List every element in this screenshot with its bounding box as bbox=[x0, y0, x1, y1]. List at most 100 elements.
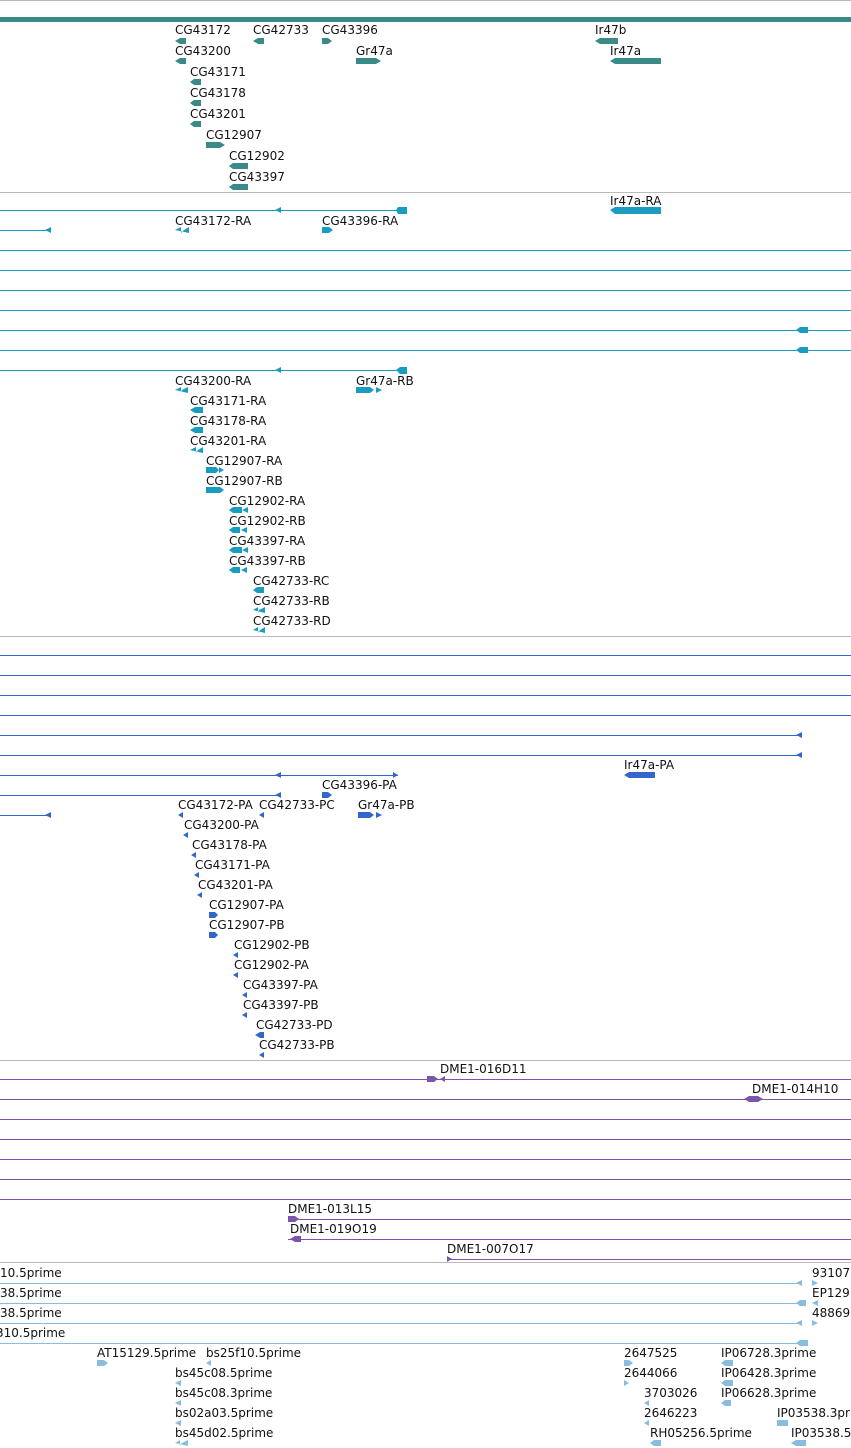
protein-feature[interactable]: CG12907-PB bbox=[209, 918, 285, 938]
feature-glyph[interactable] bbox=[229, 184, 248, 190]
protein-feature[interactable]: CG43396-PA bbox=[322, 778, 398, 798]
feature-glyph[interactable] bbox=[190, 100, 201, 106]
feature-glyph[interactable] bbox=[97, 1360, 108, 1366]
feature-glyph[interactable] bbox=[190, 447, 203, 453]
feature-glyph[interactable] bbox=[191, 852, 196, 858]
feature-glyph[interactable] bbox=[358, 812, 374, 818]
transcript-feature[interactable]: CG42733-RD bbox=[253, 614, 331, 633]
feature-glyph[interactable] bbox=[175, 1440, 188, 1446]
feature-glyph[interactable] bbox=[356, 387, 374, 393]
protein-feature[interactable]: CG43178-PA bbox=[191, 838, 268, 858]
feature-glyph[interactable] bbox=[644, 1420, 649, 1426]
transcript-feature[interactable]: CG12907-RA bbox=[206, 454, 283, 473]
feature-glyph[interactable] bbox=[229, 527, 240, 533]
protein-feature[interactable]: CG12902-PB bbox=[233, 938, 310, 958]
feature-label[interactable]: 93107 bbox=[812, 1266, 850, 1280]
feature-glyph[interactable] bbox=[290, 1236, 301, 1242]
transcript-feature[interactable]: CG43397-RB bbox=[229, 554, 306, 573]
feature-label[interactable]: 38.5prime bbox=[0, 1286, 62, 1300]
feature-glyph[interactable] bbox=[259, 1052, 264, 1058]
feature-glyph[interactable] bbox=[624, 1380, 629, 1386]
protein-feature[interactable]: CG43171-PA bbox=[194, 858, 271, 878]
est-feature[interactable]: bs45c08.3prime bbox=[175, 1386, 272, 1406]
feature-glyph[interactable] bbox=[610, 207, 661, 214]
clone-feature[interactable]: DME1-016D11 bbox=[427, 1062, 527, 1082]
feature-glyph[interactable] bbox=[744, 1096, 763, 1102]
feature-glyph[interactable] bbox=[650, 1440, 661, 1446]
feature-glyph[interactable] bbox=[175, 1420, 181, 1426]
feature-glyph[interactable] bbox=[447, 1256, 452, 1262]
clone-feature[interactable]: DME1-013L15 bbox=[288, 1202, 372, 1222]
feature-glyph[interactable] bbox=[190, 79, 201, 85]
gene-feature[interactable]: CG43178 bbox=[190, 86, 246, 106]
protein-feature[interactable]: CG12907-PA bbox=[209, 898, 285, 918]
transcript-feature[interactable]: CG12902-RB bbox=[229, 514, 306, 533]
est-feature[interactable]: bs25f10.5prime bbox=[206, 1346, 301, 1366]
transcript-feature[interactable]: CG43396-RA bbox=[322, 214, 399, 233]
feature-glyph[interactable] bbox=[253, 38, 264, 44]
feature-glyph[interactable] bbox=[255, 1032, 264, 1038]
feature-glyph[interactable] bbox=[190, 121, 201, 127]
feature-glyph[interactable] bbox=[288, 1216, 299, 1222]
feature-glyph[interactable] bbox=[206, 142, 225, 148]
feature-label[interactable]: 10.5prime bbox=[0, 1266, 62, 1280]
transcript-feature[interactable]: CG43200-RA bbox=[175, 374, 252, 393]
gene-feature[interactable]: CG43200 bbox=[175, 44, 231, 64]
feature-glyph[interactable] bbox=[242, 1012, 247, 1018]
feature-glyph[interactable] bbox=[721, 1400, 731, 1406]
gene-feature[interactable]: Gr47a bbox=[356, 44, 393, 64]
feature-label[interactable]: EP129 bbox=[812, 1286, 850, 1300]
protein-feature[interactable]: CG42733-PD bbox=[255, 1018, 333, 1038]
feature-glyph[interactable] bbox=[242, 992, 247, 998]
feature-label[interactable]: 48869 bbox=[812, 1306, 850, 1320]
protein-feature[interactable]: CG43397-PA bbox=[242, 978, 319, 998]
clone-feature[interactable]: DME1-007O17 bbox=[447, 1242, 534, 1262]
feature-label[interactable]: 38.5prime bbox=[0, 1306, 62, 1320]
feature-glyph[interactable] bbox=[624, 772, 655, 778]
feature-glyph[interactable] bbox=[175, 227, 189, 233]
est-feature[interactable]: IP06428.3prime bbox=[721, 1366, 816, 1386]
feature-glyph[interactable] bbox=[175, 1380, 181, 1386]
protein-feature[interactable]: CG43200-PA bbox=[183, 818, 260, 838]
feature-glyph[interactable] bbox=[209, 932, 218, 938]
transcript-feature[interactable]: CG12907-RB bbox=[206, 474, 283, 493]
feature-glyph[interactable] bbox=[777, 1420, 788, 1426]
protein-feature[interactable]: CG42733-PC bbox=[259, 798, 335, 818]
feature-glyph[interactable] bbox=[178, 812, 183, 818]
feature-glyph[interactable] bbox=[791, 1440, 806, 1446]
feature-glyph[interactable] bbox=[229, 507, 242, 513]
gene-feature[interactable]: CG43171 bbox=[190, 65, 246, 85]
est-feature[interactable]: 2646223 bbox=[644, 1406, 697, 1426]
est-feature[interactable]: RH05256.5prime bbox=[650, 1426, 752, 1446]
protein-feature[interactable]: CG12902-PA bbox=[233, 958, 310, 978]
feature-glyph[interactable] bbox=[427, 1076, 438, 1082]
clone-feature[interactable]: DME1-019O19 bbox=[290, 1222, 377, 1242]
feature-glyph[interactable] bbox=[229, 547, 242, 553]
feature-glyph[interactable] bbox=[322, 38, 332, 44]
feature-glyph[interactable] bbox=[253, 587, 264, 593]
transcript-feature[interactable]: Gr47a-RB bbox=[356, 374, 414, 393]
est-feature[interactable]: 3703026 bbox=[644, 1386, 697, 1406]
est-feature[interactable]: IP03538.3pr bbox=[777, 1406, 850, 1426]
feature-glyph[interactable] bbox=[356, 58, 381, 64]
feature-glyph[interactable] bbox=[175, 1400, 181, 1406]
feature-glyph[interactable] bbox=[175, 58, 186, 64]
protein-feature[interactable]: Gr47a-PB bbox=[358, 798, 415, 818]
transcript-feature[interactable]: CG43172-RA bbox=[175, 214, 252, 233]
gene-feature[interactable]: CG42733 bbox=[253, 23, 309, 44]
feature-glyph[interactable] bbox=[610, 58, 661, 64]
protein-feature[interactable]: CG43172-PA bbox=[178, 798, 254, 818]
gene-feature[interactable]: Ir47b bbox=[595, 23, 626, 44]
protein-feature[interactable]: CG43201-PA bbox=[197, 878, 274, 898]
feature-glyph[interactable] bbox=[322, 792, 332, 798]
feature-glyph[interactable] bbox=[595, 38, 618, 44]
feature-glyph[interactable] bbox=[229, 163, 248, 169]
feature-label[interactable]: 310.5prime bbox=[0, 1326, 65, 1340]
feature-glyph[interactable] bbox=[206, 1360, 211, 1366]
feature-glyph[interactable] bbox=[206, 487, 224, 493]
feature-glyph[interactable] bbox=[624, 1360, 633, 1366]
feature-glyph[interactable] bbox=[190, 427, 203, 433]
feature-glyph[interactable] bbox=[175, 387, 188, 393]
gene-feature[interactable]: CG43397 bbox=[229, 170, 285, 190]
transcript-feature[interactable]: CG43178-RA bbox=[190, 414, 267, 433]
